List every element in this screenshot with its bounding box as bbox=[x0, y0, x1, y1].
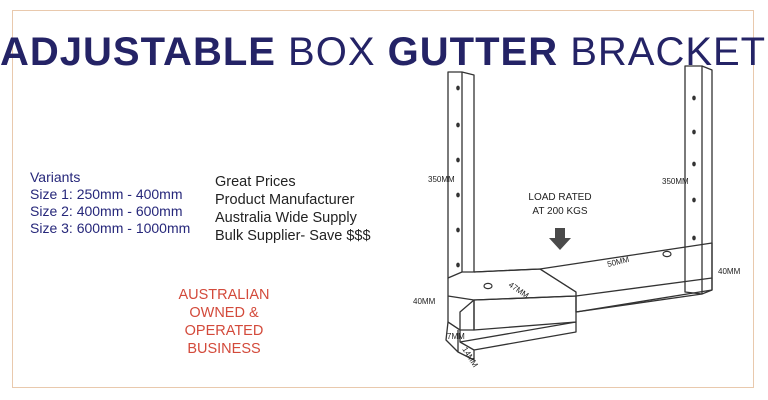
dim-right-height: 350MM bbox=[662, 177, 689, 186]
title-word-brackets: BRACKETS bbox=[570, 30, 768, 74]
feature-item: Product Manufacturer bbox=[215, 192, 355, 208]
badge-line: OPERATED bbox=[184, 323, 264, 339]
dim-right-base: 40MM bbox=[718, 267, 741, 276]
bracket-lip bbox=[445, 321, 475, 361]
variant-item: Size 1: 250mm - 400mm bbox=[30, 186, 183, 202]
feature-item: Great Prices bbox=[215, 174, 296, 190]
title-word-adjustable: ADJUSTABLE bbox=[0, 30, 276, 74]
right-upright bbox=[684, 65, 713, 295]
dim-left-height: 350MM bbox=[428, 175, 455, 184]
variant-item: Size 3: 600mm - 1000mm bbox=[30, 220, 191, 236]
load-rating-line1: LOAD RATED bbox=[528, 192, 591, 203]
feature-item: Bulk Supplier- Save $$$ bbox=[215, 228, 371, 244]
load-rating-line2: AT 200 KGS bbox=[532, 206, 588, 217]
badge-line: BUSINESS bbox=[187, 341, 261, 357]
title-word-gutter: GUTTER bbox=[387, 30, 559, 74]
bracket-diagram: 350MM 350MM 40MM 40MM 47MM 50MM 7MM 14MM… bbox=[413, 65, 741, 369]
australian-owned-badge: AUSTRALIAN OWNED & OPERATED BUSINESS bbox=[160, 286, 288, 358]
dim-lip: 7MM bbox=[447, 332, 465, 341]
features-list: Great Prices Product Manufacturer Austra… bbox=[215, 173, 371, 245]
dim-front: 47MM bbox=[507, 280, 531, 300]
border-frame bbox=[12, 10, 754, 388]
load-arrow bbox=[549, 228, 571, 250]
base-top bbox=[473, 242, 713, 301]
variants-list: Variants Size 1: 250mm - 400mm Size 2: 4… bbox=[30, 169, 190, 237]
badge-line: AUSTRALIAN bbox=[178, 287, 270, 303]
dim-left-base: 40MM bbox=[413, 297, 436, 306]
variants-heading: Variants bbox=[30, 169, 81, 185]
title-word-box: BOX bbox=[275, 30, 388, 74]
badge-line: OWNED & bbox=[189, 305, 259, 321]
variant-item: Size 2: 400mm - 600mm bbox=[30, 203, 183, 219]
page-title: ADJUSTABLE BOX GUTTER BRACKETS bbox=[0, 30, 768, 75]
feature-item: Australia Wide Supply bbox=[215, 210, 357, 226]
dim-width: 50MM bbox=[606, 255, 630, 269]
